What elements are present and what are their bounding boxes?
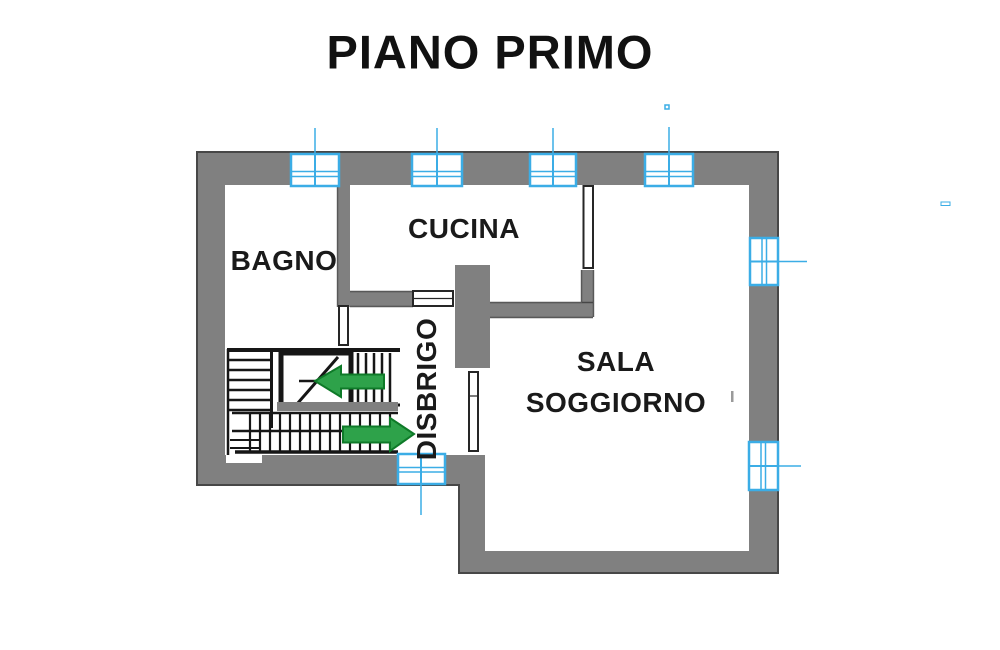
building-outline (196, 151, 779, 574)
arrow-left-icon (313, 364, 385, 399)
wall-step (459, 485, 485, 573)
window-symbol (396, 452, 447, 515)
windows (289, 104, 951, 515)
door-cucina-sala (582, 185, 594, 269)
room-label-cucina: CUCINA (408, 213, 520, 244)
window-symbol (289, 128, 341, 188)
stray-blue-mark (940, 201, 951, 206)
window-symbol (528, 128, 578, 188)
wall-sala-top (490, 303, 593, 317)
window-symbol (410, 128, 464, 188)
room-label-bagno: BAGNO (230, 245, 338, 276)
wall-central-pillar (455, 265, 490, 368)
window-symbol (748, 236, 807, 287)
window-symbol (747, 440, 801, 492)
room-label-disbrigo: DISBRIGO (411, 317, 442, 461)
door-disbrigo-sala (468, 371, 479, 452)
staircase (225, 346, 400, 463)
room-label-sala: SALA (576, 346, 656, 377)
direction-arrows (313, 364, 416, 453)
window-symbol (643, 104, 695, 188)
wall-left (197, 185, 225, 485)
wall-cucina-bottom (350, 292, 413, 306)
wall-bottom-right (485, 551, 778, 573)
stray-gray-mark (731, 391, 734, 402)
room-label-soggiorno: SOGGIORNO (525, 387, 707, 418)
plan-title: PIANO PRIMO (326, 25, 654, 79)
doors (338, 185, 594, 452)
door-cucina-disbrigo (412, 290, 454, 307)
door-bagno (338, 305, 349, 346)
wall-bagno-cucina (338, 185, 350, 307)
wall-stub (582, 270, 593, 303)
arrow-right-icon (342, 416, 416, 453)
